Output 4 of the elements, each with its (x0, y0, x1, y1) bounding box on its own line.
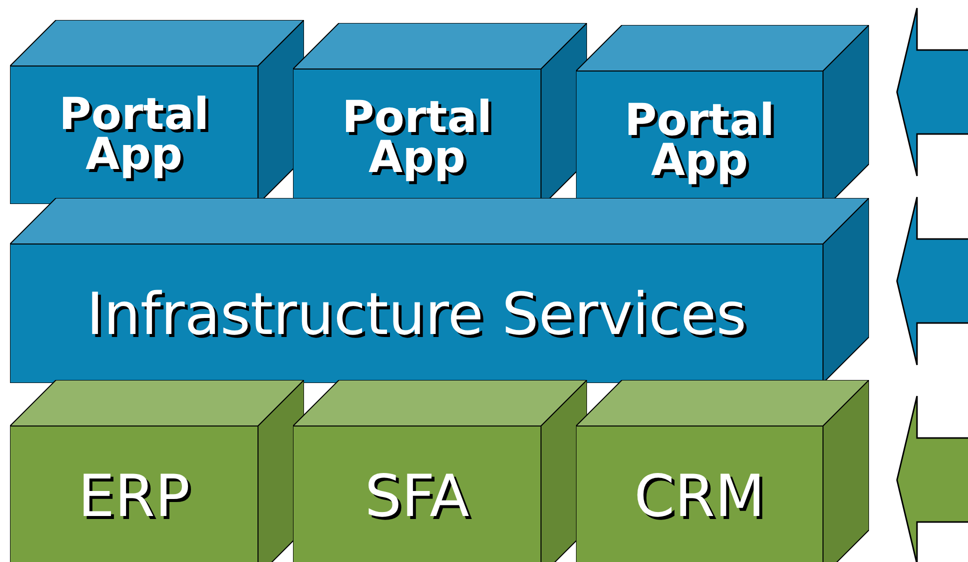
block-label: Infrastructure Services (86, 282, 746, 346)
block-label: ERP (78, 464, 190, 528)
block-label: CRM (634, 464, 765, 528)
block-label: SFA (364, 464, 470, 528)
